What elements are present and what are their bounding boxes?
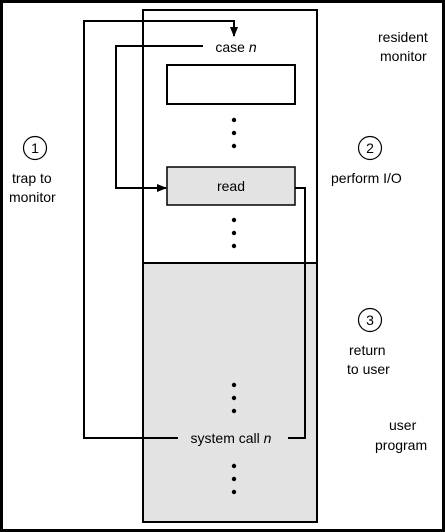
- step-1-label-line-1: trap to: [12, 170, 52, 186]
- step-2-circle: [357, 135, 383, 161]
- user-program-label-line-1: user: [389, 417, 417, 433]
- handler-box: [166, 64, 296, 105]
- case-n-label: case n: [215, 39, 256, 55]
- step-1-number: 1: [31, 140, 39, 156]
- system-call-n-label: system call n: [191, 430, 272, 446]
- trap-arrow: [83, 20, 238, 439]
- resident-monitor-label-line-1: resident: [378, 29, 428, 45]
- case-keyword: case: [215, 39, 245, 55]
- system-call-variable: n: [264, 430, 272, 446]
- step-3-circle: [357, 307, 383, 333]
- ellipsis-user-upper: [231, 382, 237, 414]
- case-variable: n: [249, 39, 257, 55]
- step-1-circle: [22, 135, 48, 161]
- step-2-number: 2: [366, 140, 374, 156]
- read-box: [166, 166, 296, 206]
- read-label: read: [217, 178, 245, 194]
- user-program-label-line-2: program: [375, 437, 427, 453]
- ellipsis-user-lower: [231, 463, 237, 495]
- step-1-label-line-2: monitor: [9, 189, 56, 205]
- ellipsis-monitor-lower: [231, 217, 237, 249]
- step-3-number: 3: [366, 312, 374, 328]
- step-3-label-line-2: to user: [347, 361, 390, 377]
- system-call-keyword: system call: [191, 430, 260, 446]
- step-3-label-line-1: return: [349, 342, 386, 358]
- step-2-label: perform I/O: [331, 170, 402, 186]
- memory-column: [142, 9, 318, 523]
- dispatch-arrow: [115, 45, 203, 192]
- resident-monitor-label-line-2: monitor: [380, 48, 427, 64]
- ellipsis-monitor-upper: [231, 117, 237, 149]
- return-line: [288, 187, 306, 439]
- user-program-area: [143, 263, 317, 522]
